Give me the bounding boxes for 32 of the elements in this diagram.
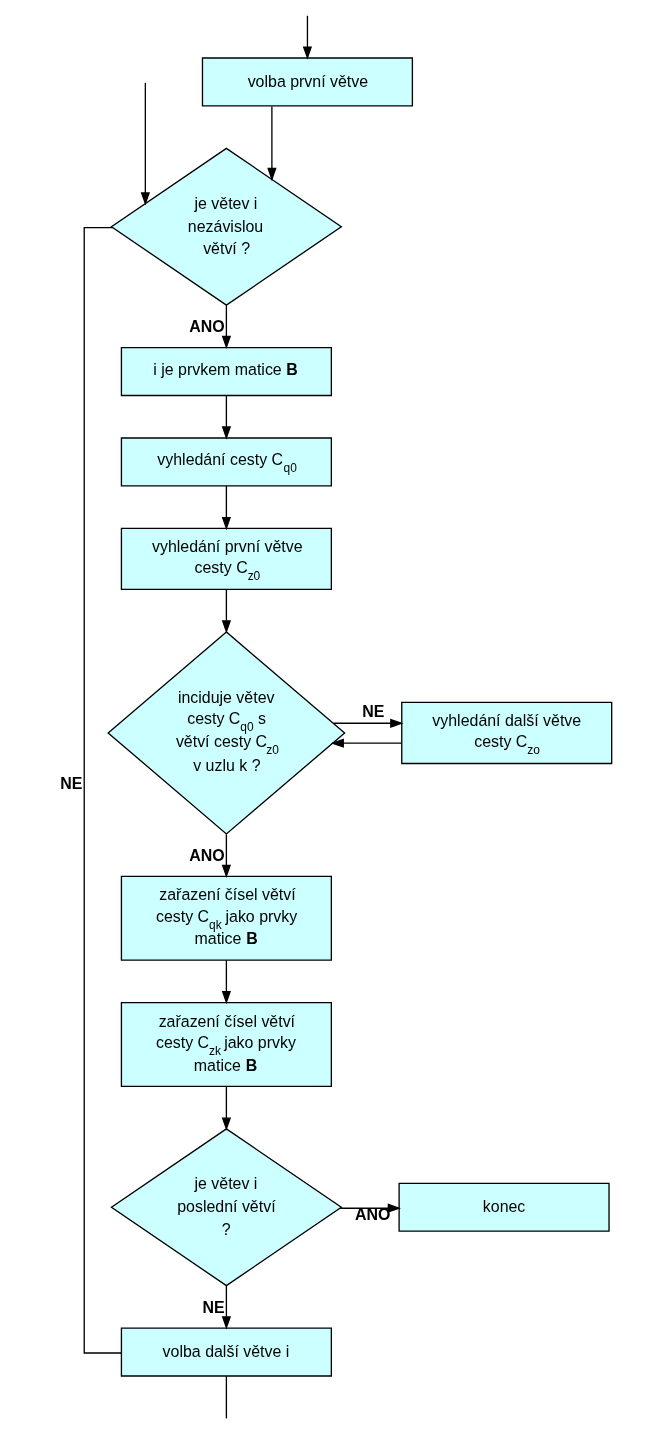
edge-label: NE xyxy=(60,774,83,792)
node-diamond: je větev i poslední větví ? xyxy=(110,1128,343,1287)
node-box: volba další větve i xyxy=(120,1327,332,1377)
arrow xyxy=(339,1203,401,1213)
node-box: i je prvkem matice B xyxy=(120,347,332,397)
node-box: vyhledání další větve cesty C$_{zo}$ xyxy=(401,701,613,765)
arrow xyxy=(221,304,232,350)
node-box: volba první větve xyxy=(201,57,414,107)
arrow xyxy=(140,82,150,206)
connector xyxy=(83,227,122,1354)
arrow xyxy=(267,105,277,182)
arrow xyxy=(221,1085,232,1131)
edge-label: NE xyxy=(362,703,385,721)
edge-label: ANO xyxy=(189,318,225,336)
node-box: zařazení čísel větví cesty C$_{zk}$ jako prvky matice B xyxy=(120,1002,332,1087)
node-box: vyhledání cesty C$_{q0}$ xyxy=(120,437,332,487)
arrow xyxy=(221,588,232,634)
arrow xyxy=(221,395,232,440)
arrow xyxy=(221,959,232,1005)
node-box: konec xyxy=(398,1182,610,1232)
arrow xyxy=(332,718,404,728)
arrow xyxy=(302,15,313,60)
node-diamond: je větev i nezávislou větví ? xyxy=(110,147,343,306)
arrow xyxy=(221,485,232,531)
arrow xyxy=(221,833,232,879)
arrow xyxy=(221,1285,232,1330)
arrow xyxy=(330,738,403,748)
edge-label: ANO xyxy=(189,847,225,865)
node-box: zařazení čísel větví cesty C$_{qk}$ jako prvky matice B xyxy=(120,875,332,961)
node-box: vyhledání první větve cesty C$_{z0}$ xyxy=(120,527,332,591)
edge-label: NE xyxy=(202,1298,225,1316)
connector xyxy=(225,1375,228,1420)
